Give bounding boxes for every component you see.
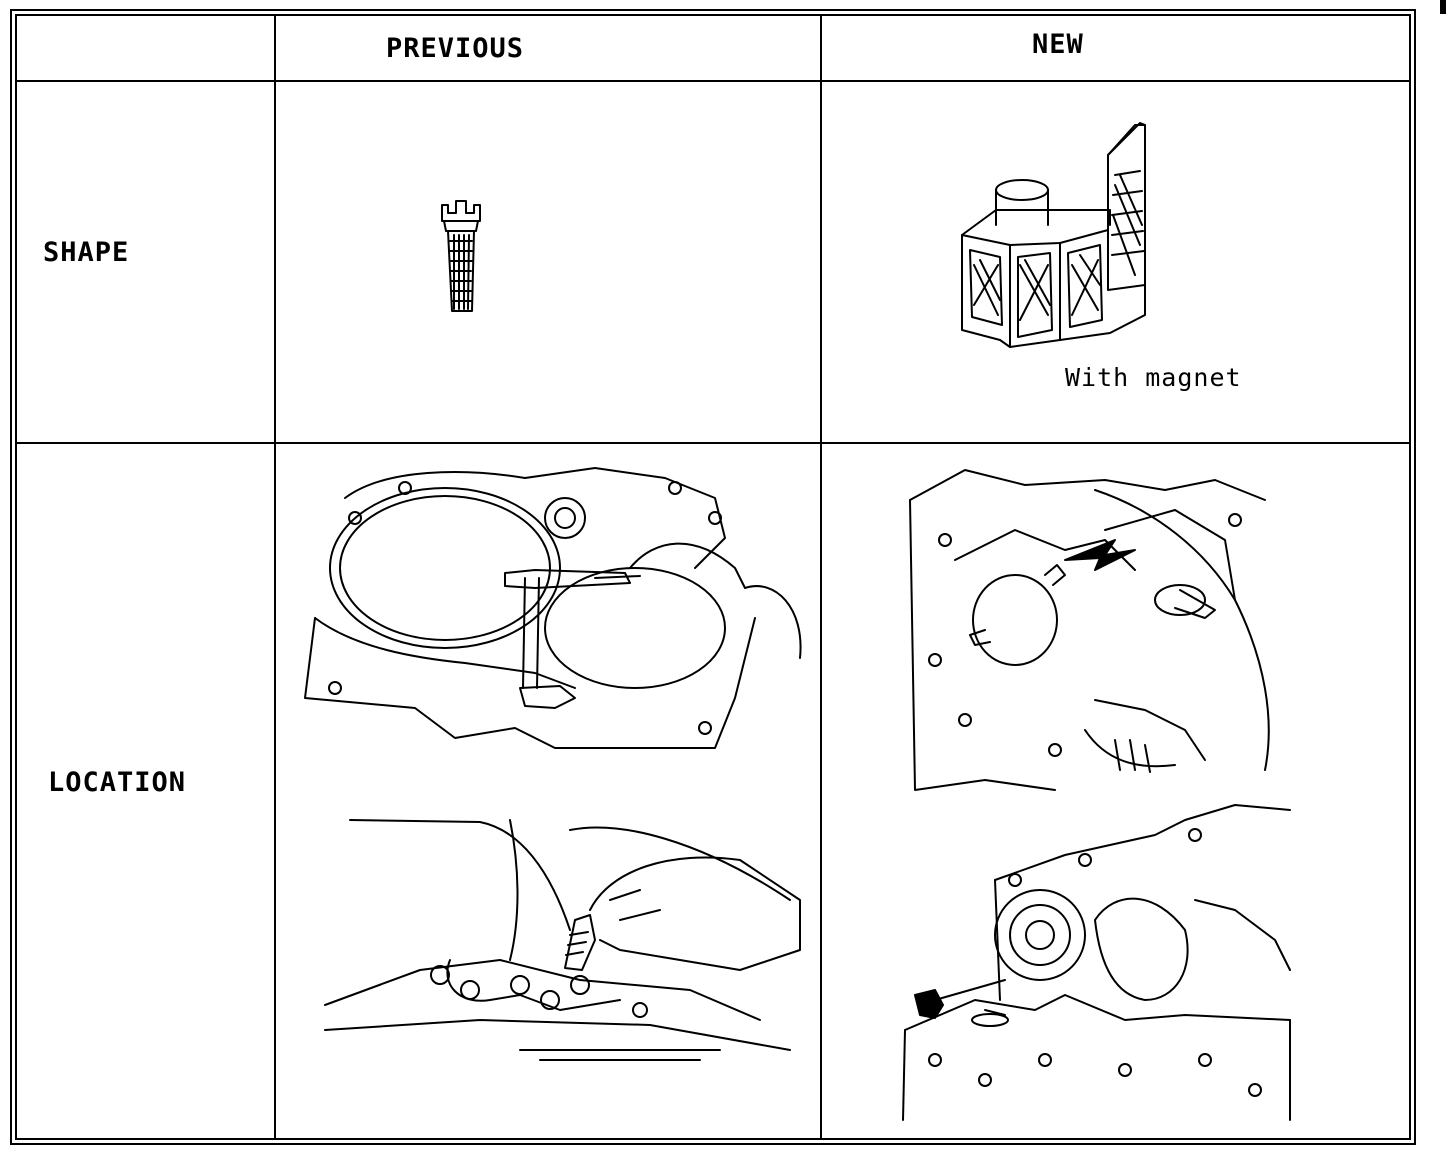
row-label-shape: SHAPE (43, 237, 130, 268)
scan-edge-mark (1440, 0, 1446, 14)
header-previous: PREVIOUS (386, 33, 525, 64)
transaxle-filter-arrow-illustration (909, 469, 1270, 791)
transaxle-case-wrench-illustration (304, 467, 802, 749)
previous-column-divider (820, 14, 822, 1140)
strainer-install-hand-illustration (324, 819, 801, 1061)
new-shape-caption: With magnet (1065, 363, 1242, 392)
table-border-inner (15, 14, 1411, 1140)
strainer-icon (441, 200, 481, 312)
transaxle-filter-location-illustration (902, 804, 1291, 1121)
header-new: NEW (1032, 29, 1084, 60)
shape-row-divider (15, 442, 1411, 444)
header-row-divider (15, 80, 1411, 82)
table-border-outer (10, 9, 1416, 1145)
label-column-divider (274, 14, 276, 1140)
row-label-location: LOCATION (48, 767, 187, 798)
magnetic-filter-icon (961, 122, 1146, 348)
